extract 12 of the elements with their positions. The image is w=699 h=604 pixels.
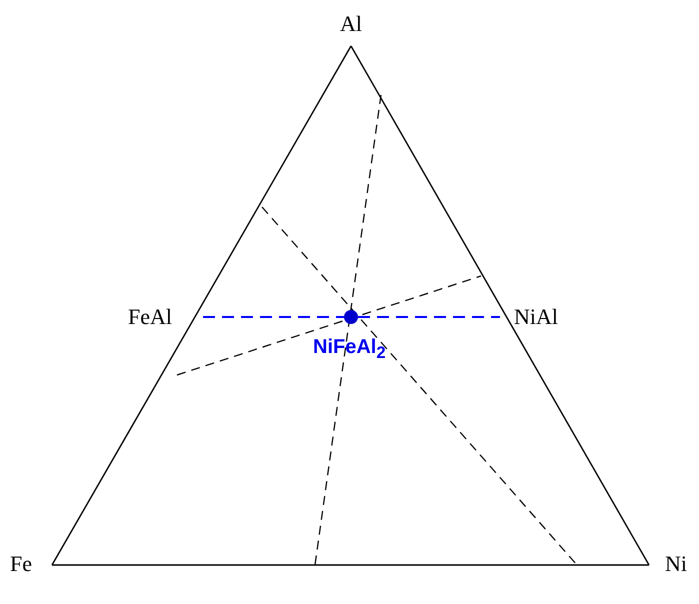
phase-label: Ni (665, 552, 687, 576)
phase-label: Al (340, 12, 362, 36)
line (51, 46, 352, 566)
phase-label: NiAl (514, 305, 558, 329)
compound-label: NiFeAl$_{2}$ (313, 336, 386, 363)
phase-label: FeAl (128, 305, 172, 329)
line (350, 46, 650, 566)
dashed-line (203, 316, 344, 318)
composition-point (344, 310, 358, 324)
phase-label: Fe (10, 552, 32, 576)
dashed-line (358, 316, 500, 318)
line (52, 564, 649, 566)
